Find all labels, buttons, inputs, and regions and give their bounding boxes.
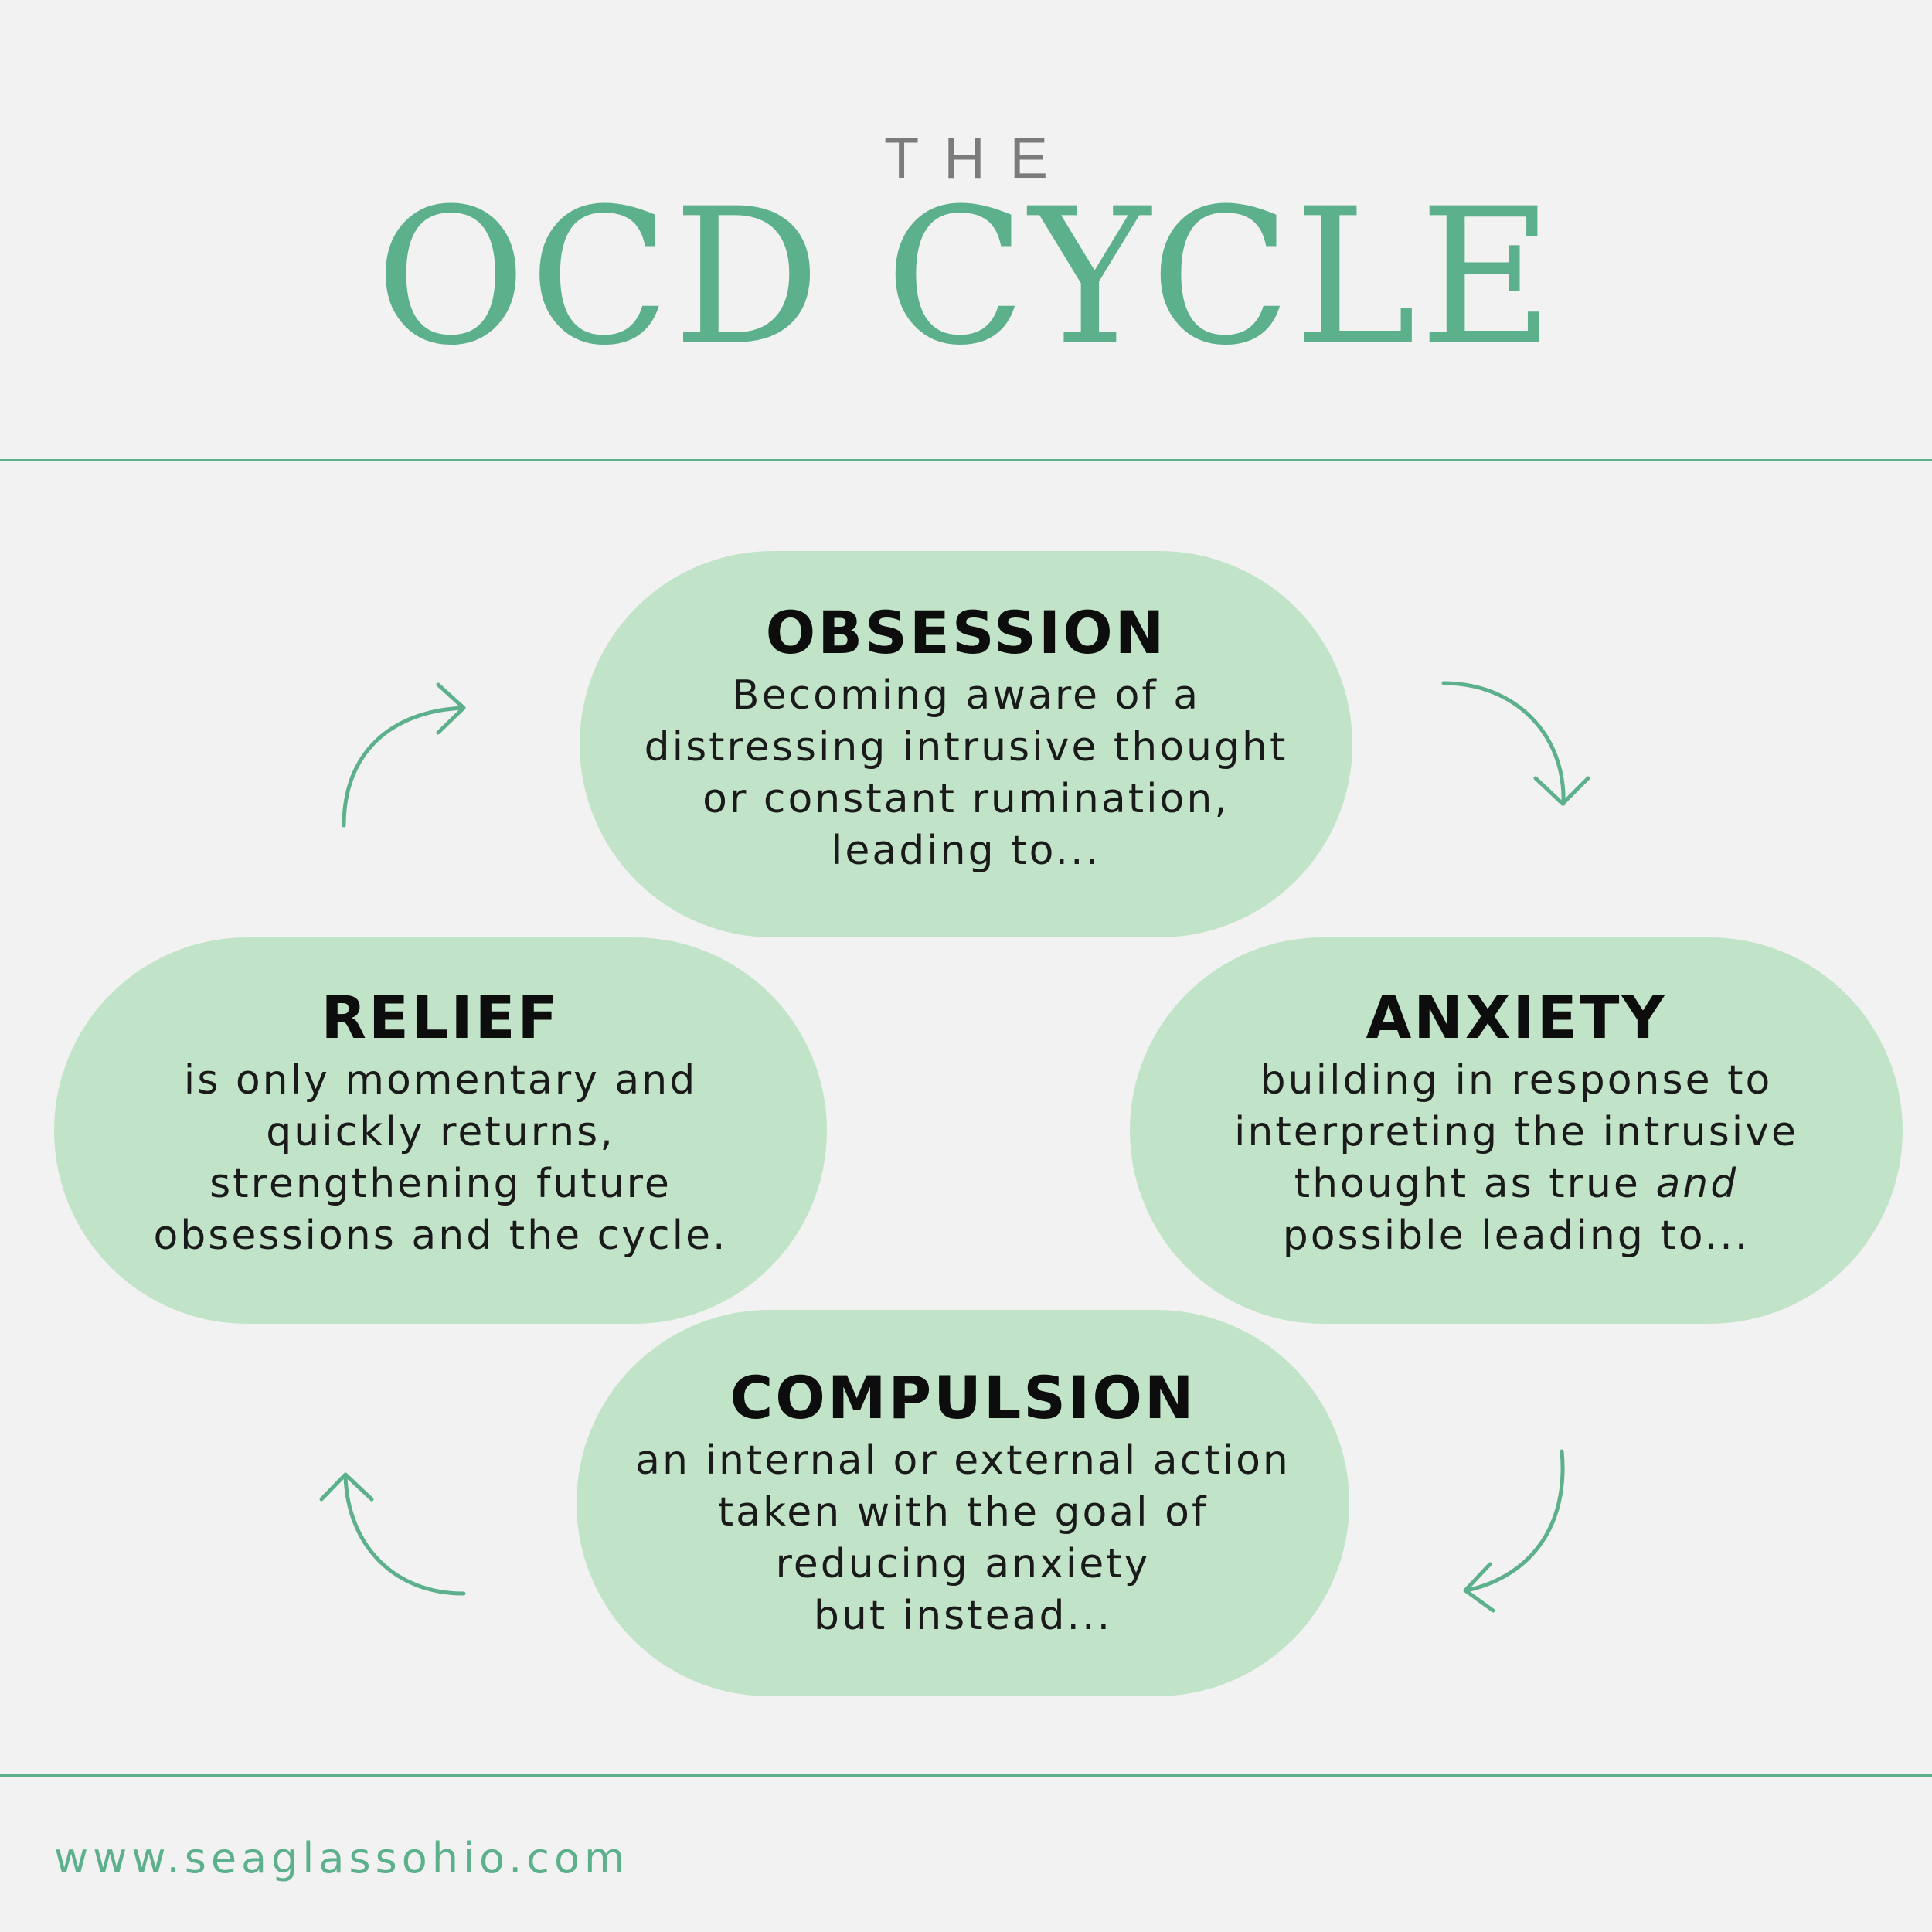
arrow-relief-to-obsession-icon	[342, 682, 466, 828]
pretitle: THE	[884, 126, 1073, 190]
stage-relief-heading: RELIEF	[321, 983, 560, 1052]
stage-obsession-description: Becoming aware of a distressing intrusiv…	[580, 670, 1352, 877]
description-line: Becoming aware of a	[731, 672, 1201, 719]
description-line: an internal or external action	[635, 1437, 1291, 1484]
description-line: obsessions and the cycle.	[153, 1213, 728, 1259]
description-line: thought as true and	[1130, 1158, 1903, 1210]
description-line: possible leading to...	[1282, 1213, 1750, 1259]
stage-obsession-heading: OBSESSION	[765, 598, 1167, 667]
stage-compulsion-description: an internal or external action taken wit…	[577, 1435, 1349, 1642]
stage-compulsion-heading: COMPULSION	[730, 1363, 1196, 1432]
description-line: interpreting the intrusive	[1233, 1109, 1799, 1155]
description-line: distressing intrusive thought	[644, 724, 1288, 770]
page-title: OCD CYCLE	[375, 168, 1557, 387]
website-url[interactable]: www.seaglassohio.com	[54, 1834, 630, 1883]
description-text: thought as true	[1294, 1161, 1641, 1207]
stage-relief-description: is only momentary and quickly returns, s…	[54, 1055, 827, 1262]
bottom-divider	[0, 1774, 1932, 1777]
stage-anxiety-heading: ANXIETY	[1366, 983, 1667, 1052]
emphasis-text: and	[1655, 1161, 1739, 1207]
top-divider	[0, 459, 1932, 461]
stage-anxiety-description: building in response to interpreting the…	[1130, 1055, 1903, 1262]
stage-relief: RELIEF is only momentary and quickly ret…	[54, 937, 827, 1324]
description-line: strengthening future	[209, 1161, 672, 1207]
description-line: but instead...	[813, 1593, 1113, 1639]
description-line: taken with the goal of	[717, 1489, 1209, 1536]
stage-anxiety: ANXIETY building in response to interpre…	[1130, 937, 1903, 1324]
description-line: is only momentary and	[183, 1057, 698, 1104]
stage-obsession: OBSESSION Becoming aware of a distressin…	[580, 551, 1352, 937]
description-line: reducing anxiety	[775, 1541, 1151, 1587]
description-line: quickly returns,	[266, 1109, 615, 1155]
arrow-anxiety-to-compulsion-icon	[1463, 1449, 1565, 1613]
description-line: or constant rumination,	[702, 776, 1230, 822]
arrow-compulsion-to-relief-icon	[319, 1472, 466, 1596]
description-line: building in response to	[1260, 1057, 1773, 1104]
description-line: leading to...	[831, 828, 1101, 874]
arrow-obsession-to-anxiety-icon	[1441, 681, 1590, 806]
stage-compulsion: COMPULSION an internal or external actio…	[577, 1310, 1349, 1696]
